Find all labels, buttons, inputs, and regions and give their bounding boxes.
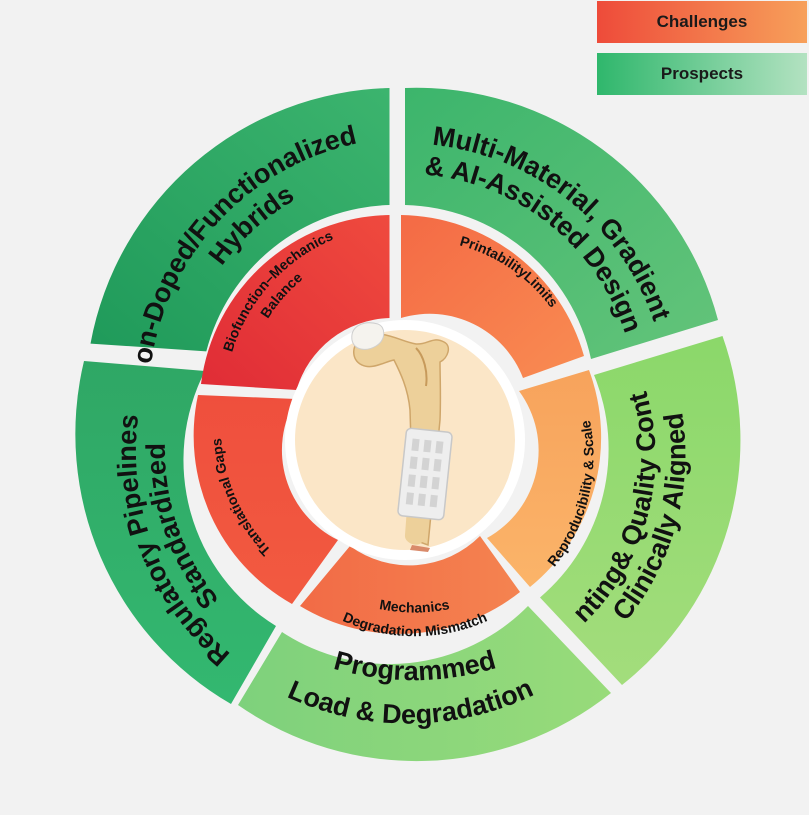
legend-challenges-label: Challenges xyxy=(657,12,748,32)
legend-challenges: Challenges xyxy=(597,1,807,43)
legend-prospects: Prospects xyxy=(597,53,807,95)
legend-prospects-label: Prospects xyxy=(661,64,743,84)
center-illustration xyxy=(290,323,520,555)
